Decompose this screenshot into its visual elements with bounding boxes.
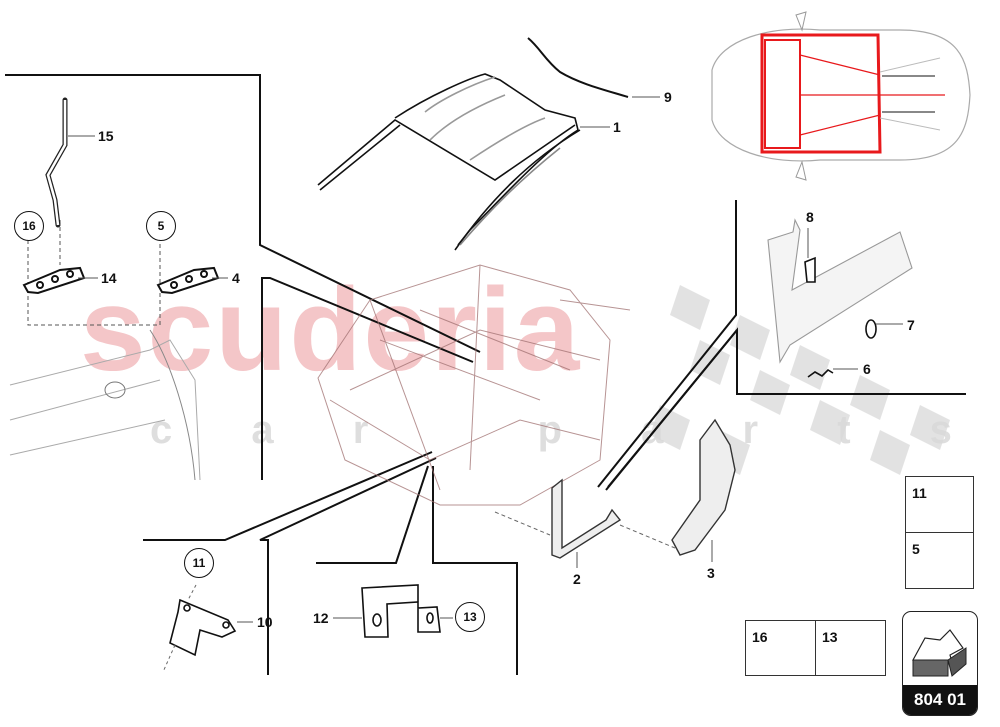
callout-14[interactable]: 14: [101, 270, 117, 286]
roof-panel: [317, 73, 581, 251]
reference-code: 804 01: [903, 685, 977, 715]
body-shell: [317, 264, 631, 506]
bracket-4: [156, 266, 220, 295]
callout-12[interactable]: 12: [313, 610, 329, 626]
fastener-number: 13: [822, 629, 838, 645]
callout-10[interactable]: 10: [257, 614, 273, 630]
fastener-number: 5: [912, 541, 920, 557]
fastener-legend-13: 13: [815, 620, 886, 676]
bracket-14: [22, 266, 86, 295]
a-pillar-inner: [767, 218, 913, 364]
pillar-panel-3: [671, 418, 736, 556]
callout-6[interactable]: 6: [863, 361, 871, 377]
sill-panel-2: [551, 478, 622, 559]
reference-code-badge[interactable]: 804 01: [902, 611, 978, 716]
clip-7: [865, 319, 877, 339]
callout-9[interactable]: 9: [664, 89, 672, 105]
fastener-legend-16: 16: [745, 620, 816, 676]
rear-body-section: [9, 329, 201, 481]
circled-callout-13[interactable]: 13: [455, 602, 485, 632]
roof-seal: [527, 37, 629, 98]
fastener-number: 16: [752, 629, 768, 645]
callout-2[interactable]: 2: [573, 571, 581, 587]
reference-arrow-icon: [912, 629, 967, 677]
clip-6: [807, 368, 834, 378]
fastener-legend-5: 5: [905, 532, 974, 589]
callout-4[interactable]: 4: [232, 270, 240, 286]
circled-callout-5[interactable]: 5: [146, 211, 176, 241]
bracket-12: [361, 584, 441, 638]
leader-lines: [68, 96, 903, 623]
circled-callout-11[interactable]: 11: [184, 548, 214, 578]
car-top-view-thumbnail: [711, 11, 971, 181]
panel-frames: [5, 74, 966, 675]
callout-3[interactable]: 3: [707, 565, 715, 581]
clip-8: [804, 256, 816, 283]
hinge-10: [169, 598, 237, 657]
circled-callout-16[interactable]: 16: [14, 211, 44, 241]
callout-15[interactable]: 15: [98, 128, 114, 144]
callout-8[interactable]: 8: [806, 209, 814, 225]
fastener-number: 11: [912, 485, 927, 501]
fastener-legend-11: 11: [905, 476, 974, 533]
callout-7[interactable]: 7: [907, 317, 915, 333]
callout-1[interactable]: 1: [613, 119, 621, 135]
